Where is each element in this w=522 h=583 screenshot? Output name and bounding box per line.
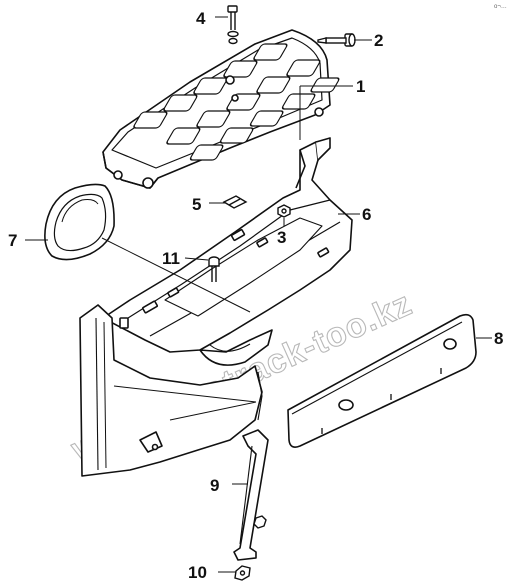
- callout-11: 11: [162, 249, 180, 268]
- leader-lines: [25, 16, 492, 573]
- callout-8: 8: [494, 329, 503, 348]
- lower-side-panel-part: [79, 304, 263, 477]
- clip-part: [222, 195, 248, 209]
- callout-labels: 4 2 1 5 6 3 7 11 8 9 10: [8, 9, 503, 582]
- callout-2: 2: [374, 31, 383, 50]
- trim-panel-part: [287, 313, 477, 448]
- bracket-part: [233, 429, 269, 561]
- corner-mark: o¬…: [494, 4, 507, 10]
- nut-part: [277, 204, 291, 218]
- callout-9: 9: [210, 476, 219, 495]
- top-bolt-part: [227, 5, 239, 45]
- screw-part: [208, 256, 220, 282]
- step-grid-part: [102, 29, 340, 189]
- callout-6: 6: [362, 205, 371, 224]
- callout-7: 7: [8, 231, 17, 250]
- callout-5: 5: [192, 195, 201, 214]
- end-cap-part: [44, 183, 115, 261]
- step-housing-part: [102, 137, 353, 366]
- callout-4: 4: [196, 9, 206, 28]
- callout-1: 1: [356, 77, 365, 96]
- callout-3: 3: [277, 228, 286, 247]
- callout-10: 10: [188, 563, 207, 582]
- bracket-nut-part: [234, 515, 267, 581]
- side-bolt-part: [317, 33, 356, 47]
